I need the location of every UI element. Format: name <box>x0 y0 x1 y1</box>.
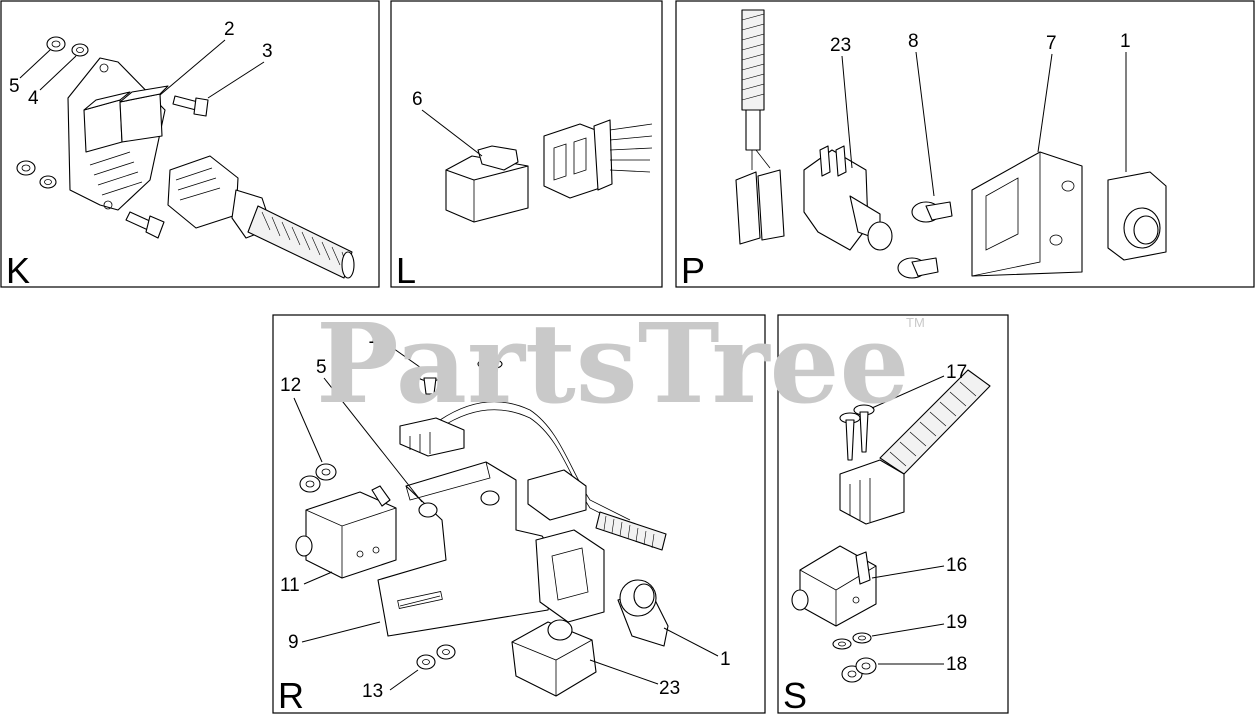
callout-k-5: 5 <box>9 76 20 97</box>
plunger-switch[interactable] <box>803 145 893 251</box>
wire-harness-connector[interactable] <box>167 155 355 279</box>
panel-r: 10 5 12 11 9 13 23 1 R <box>272 314 766 716</box>
callout-r-23: 23 <box>659 678 680 699</box>
switch-housing-bracket[interactable] <box>535 529 605 623</box>
callout-r-11: 11 <box>280 575 300 596</box>
nut-washer-upper[interactable] <box>46 36 89 57</box>
nut-washer-lower[interactable] <box>16 160 57 189</box>
plunger-switch-11[interactable] <box>295 485 397 579</box>
callout-p-8: 8 <box>908 31 919 52</box>
panel-s: 17 16 19 18 S <box>777 314 1009 716</box>
watermark: PartsTree <box>316 299 910 428</box>
callout-s-16: 16 <box>946 555 967 576</box>
callout-s-19: 19 <box>946 612 967 633</box>
callout-k-4: 4 <box>28 88 39 109</box>
panel-p-label: P <box>681 250 705 291</box>
callout-r-5: 5 <box>316 357 327 378</box>
relay-socket[interactable] <box>543 119 653 199</box>
callout-p-23: 23 <box>830 35 851 56</box>
nut-pair-13[interactable] <box>416 644 456 670</box>
callout-r-12: 12 <box>280 375 301 396</box>
callout-r-1: 1 <box>720 649 731 670</box>
screw-lower[interactable] <box>897 257 939 279</box>
bumper-pad-r[interactable] <box>617 579 669 647</box>
harness-connector-s[interactable] <box>839 369 991 525</box>
callout-k-3: 3 <box>262 41 273 62</box>
switch-bracket[interactable] <box>377 461 561 637</box>
panel-l-label: L <box>396 250 416 291</box>
plunger-switch-16[interactable] <box>791 545 877 627</box>
bolt-lower[interactable] <box>125 211 165 239</box>
panel-l: 6 L <box>390 0 663 291</box>
panel-k-label: K <box>6 250 30 291</box>
nut-pair-12[interactable] <box>299 463 337 493</box>
panel-p: 23 8 7 1 P <box>675 0 1255 291</box>
callout-s-18: 18 <box>946 654 967 675</box>
switch-harness[interactable] <box>735 9 785 245</box>
relay[interactable] <box>445 145 529 223</box>
callout-r-13: 13 <box>362 681 383 702</box>
callout-r-9: 9 <box>288 632 299 653</box>
screw-upper[interactable] <box>911 201 953 223</box>
callout-s-17: 17 <box>946 362 967 383</box>
panel-r-label: R <box>278 675 304 716</box>
panel-k: 2 3 5 4 K <box>0 0 380 291</box>
panel-s-label: S <box>783 675 807 716</box>
bolt-upper[interactable] <box>172 95 209 117</box>
bolt-pair-17[interactable] <box>839 404 875 461</box>
callout-l-6: 6 <box>412 89 423 110</box>
callout-p-1: 1 <box>1120 31 1131 52</box>
harness-connectors[interactable] <box>399 401 667 551</box>
mounting-bracket[interactable] <box>971 151 1083 277</box>
screw-pair[interactable] <box>417 358 503 395</box>
callout-r-10: 10 <box>368 327 389 348</box>
washer-pair-19[interactable] <box>832 632 872 650</box>
relay-assembly[interactable] <box>67 57 169 211</box>
nut-pair-18[interactable] <box>841 657 877 683</box>
callout-p-7: 7 <box>1046 33 1057 54</box>
panel-l-frame <box>390 0 663 288</box>
bumper-pad[interactable] <box>1107 171 1167 261</box>
watermark-tm: TM <box>906 315 925 330</box>
plunger-switch-23[interactable] <box>511 619 597 697</box>
callout-k-2: 2 <box>224 19 235 40</box>
